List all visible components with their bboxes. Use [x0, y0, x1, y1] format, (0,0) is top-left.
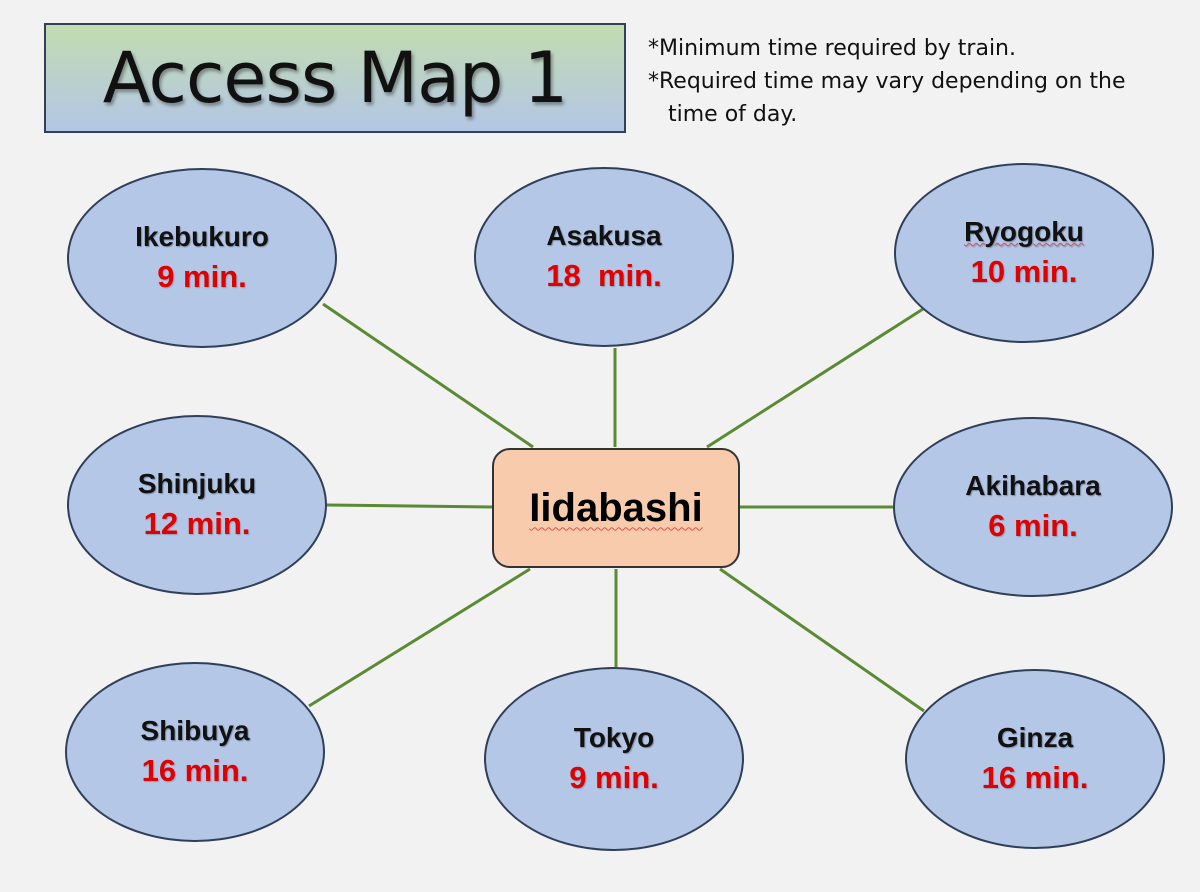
- center-station-name: Iidabashi: [529, 485, 703, 530]
- line-shinjuku: [326, 503, 493, 509]
- station-name: Tokyo: [573, 722, 655, 753]
- line-shibuya: [308, 567, 531, 708]
- station-time: 9 min.: [157, 259, 247, 294]
- station-time: 6 min.: [988, 508, 1078, 543]
- note-2: *Required time may vary depending on the: [648, 69, 1126, 94]
- station-name: Shibuya: [140, 715, 250, 746]
- line-ikebukuro: [322, 302, 534, 449]
- line-ryogoku: [706, 307, 924, 449]
- station-time: 16 min.: [141, 753, 249, 788]
- note-2-cont: time of day.: [668, 102, 798, 127]
- station-name: Ryogoku: [964, 216, 1084, 247]
- station-name: Ginza: [996, 722, 1074, 753]
- page-title: Access Map 1: [102, 37, 568, 119]
- station-time: 10 min.: [970, 254, 1078, 289]
- station-ryogoku: Ryogoku 10 min.: [894, 163, 1154, 343]
- note-1: *Minimum time required by train.: [648, 36, 1016, 61]
- station-tokyo: Tokyo 9 min.: [484, 667, 744, 851]
- center-station-iidabashi: Iidabashi: [492, 448, 740, 568]
- station-name: Asakusa: [546, 220, 662, 251]
- station-shibuya: Shibuya 16 min.: [65, 662, 325, 842]
- station-name: Akihabara: [965, 470, 1101, 501]
- station-asakusa: Asakusa 18 min.: [474, 167, 734, 347]
- station-time: 18 min.: [546, 258, 662, 293]
- title-banner: Access Map 1: [44, 23, 626, 133]
- station-name: Shinjuku: [137, 468, 257, 499]
- station-akihabara: Akihabara 6 min.: [893, 417, 1173, 597]
- notes: *Minimum time required by train. *Requir…: [648, 32, 1126, 131]
- station-time: 12 min.: [143, 506, 251, 541]
- station-ikebukuro: Ikebukuro 9 min.: [67, 168, 337, 348]
- station-ginza: Ginza 16 min.: [905, 669, 1165, 849]
- station-time: 9 min.: [569, 760, 659, 795]
- station-name: Ikebukuro: [135, 221, 269, 252]
- line-ginza: [719, 567, 925, 713]
- station-shinjuku: Shinjuku 12 min.: [67, 415, 327, 595]
- station-time: 16 min.: [981, 760, 1089, 795]
